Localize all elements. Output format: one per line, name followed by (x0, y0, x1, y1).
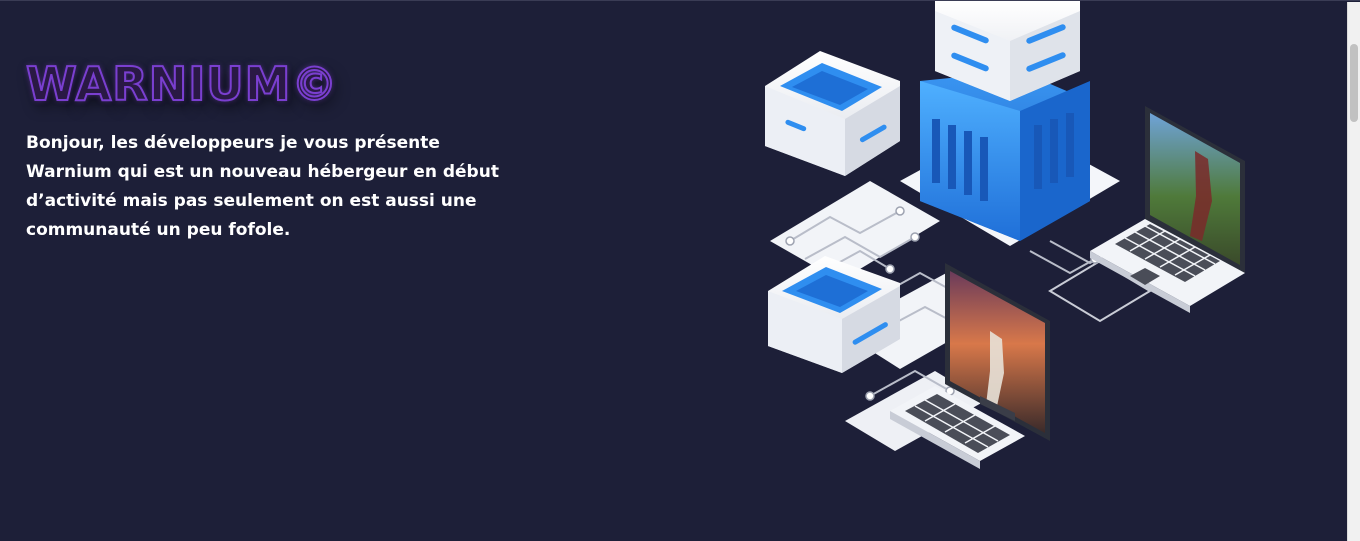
server-tower-icon (900, 1, 1120, 246)
monitor-icon (945, 263, 1050, 441)
brand-logo[interactable]: WARNIUM© (25, 56, 339, 112)
scrollbar-thumb[interactable] (1350, 44, 1358, 122)
hosting-illustration (765, 1, 1245, 469)
hero-section: WARNIUM© Bonjour, les développeurs je vo… (25, 53, 526, 245)
keyboard-icon (890, 386, 1025, 469)
page-scrollbar[interactable] (1347, 2, 1360, 541)
server-node-icon (765, 51, 900, 176)
laptop-icon (1090, 106, 1245, 313)
intro-paragraph: Bonjour, les développeurs je vous présen… (26, 133, 499, 240)
server-node-icon (768, 256, 900, 373)
